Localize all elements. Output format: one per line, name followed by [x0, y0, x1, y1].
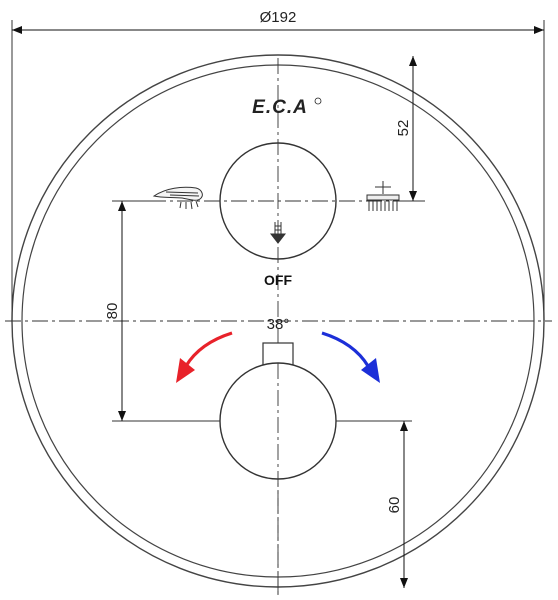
off-label: OFF [264, 272, 292, 288]
hot-rotation-arrow-icon [176, 331, 233, 383]
hand-shower-spray-3 [190, 201, 193, 210]
lower-offset-dimension: 60 [386, 421, 408, 588]
rotation-angle-label: 38° [267, 316, 290, 333]
cold-arrow-arc [321, 331, 370, 367]
diameter-dimension: Ø192 [11, 9, 545, 321]
knob-spacing-label: 80 [104, 303, 121, 320]
down-arrow-icon [269, 222, 287, 244]
hot-arrow-head [176, 358, 195, 383]
lower-offset-label: 60 [386, 497, 403, 514]
hand-shower-stripe-1 [165, 191, 199, 194]
diverter-knob-circle[interactable] [219, 142, 337, 260]
down-arrow-head [269, 233, 287, 244]
hand-shower-spray-4 [195, 200, 199, 208]
hand-shower-icon [152, 186, 203, 210]
diverter-knob[interactable] [219, 142, 337, 260]
centerlines [5, 58, 552, 596]
registered-mark [314, 97, 322, 105]
hot-arrow-arc [184, 331, 233, 367]
cold-rotation-arrow-icon [321, 331, 380, 383]
hand-shower-handle [152, 186, 203, 201]
brand-logo-text: E.C.A [252, 97, 308, 118]
diameter-label: Ø192 [260, 9, 297, 26]
hand-shower-spray-1 [179, 201, 182, 209]
head-shower-head [366, 194, 400, 201]
hand-shower-stripe-2 [169, 194, 200, 197]
logo-offset-label: 52 [395, 120, 412, 137]
head-shower-icon [366, 181, 400, 211]
brand-logo: E.C.A [252, 97, 322, 118]
logo-offset-dimension: 52 [395, 56, 425, 202]
cold-arrow-head [361, 358, 380, 383]
